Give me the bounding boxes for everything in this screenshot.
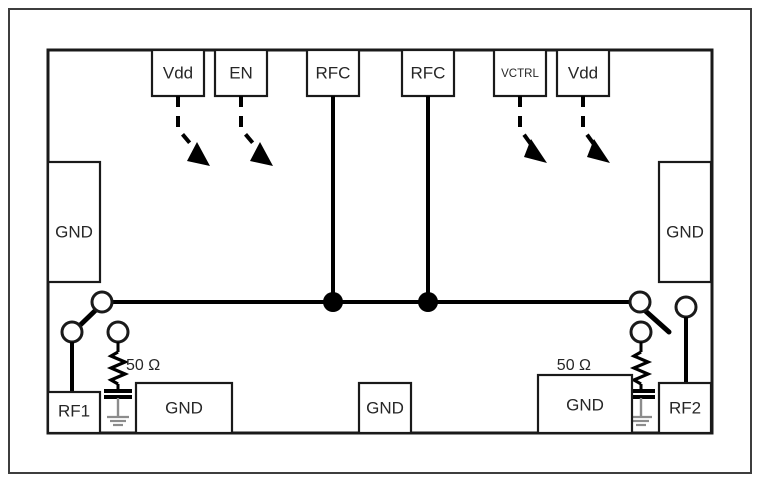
arrowhead-icon (187, 142, 210, 166)
pad-box (46, 160, 102, 284)
pad-gnd-left[interactable]: GND (46, 160, 102, 284)
junction-dot-left (323, 292, 343, 312)
pad-label: GND (666, 222, 704, 241)
resistor-symbol (106, 350, 130, 386)
pad-gnd-right[interactable]: GND (657, 160, 713, 284)
dashed-arrow-en (239, 96, 273, 166)
pad-vdd-left[interactable]: Vdd (150, 48, 206, 98)
pad-vctrl[interactable]: VCTRL (492, 48, 548, 98)
arrowhead-icon (587, 139, 610, 163)
switch-throw-term-terminal[interactable] (106, 320, 130, 344)
termination-left: 50 Ω (104, 342, 160, 427)
pad-box (357, 381, 413, 435)
pad-label: Vdd (163, 63, 193, 82)
pad-box (150, 48, 206, 98)
dashed-arrow-vdd-left (176, 96, 210, 166)
pad-rfc-left[interactable]: RFC (305, 48, 361, 98)
switch-throw-rf1-terminal[interactable] (60, 320, 84, 344)
resistor-value-label: 50 Ω (557, 357, 591, 374)
junction-dot-right (418, 292, 438, 312)
pad-gnd-bottom-right[interactable]: GND (536, 373, 634, 435)
pad-box (134, 381, 234, 435)
pad-label: RF1 (58, 401, 90, 420)
pad-label: Vdd (568, 63, 598, 82)
pad-gnd-bottom-left[interactable]: GND (134, 381, 234, 435)
pad-label: GND (566, 395, 604, 414)
resistor-value-label: 50 Ω (126, 357, 160, 374)
pad-box (400, 48, 456, 98)
pad-gnd-bottom-center[interactable]: GND (357, 381, 413, 435)
switch-spdt-left[interactable] (60, 290, 130, 392)
switch-throw-rf2-terminal[interactable] (674, 295, 698, 319)
pad-box (657, 381, 713, 435)
arrowhead-icon (524, 139, 547, 163)
pad-box (555, 48, 611, 98)
pad-box (305, 48, 361, 98)
pad-rf2[interactable]: RF2 (657, 381, 713, 435)
termination-right: 50 Ω (557, 342, 655, 427)
dashed-arrow-vdd-right (581, 96, 610, 163)
pad-label: RF2 (669, 398, 701, 417)
pad-box (536, 373, 634, 435)
pad-label: GND (165, 398, 203, 417)
pad-box (46, 390, 102, 435)
pad-label: GND (55, 222, 93, 241)
switch-throw-term-terminal[interactable] (629, 320, 653, 344)
arrowhead-icon (250, 142, 273, 166)
pad-label: GND (366, 398, 404, 417)
switch-common-terminal[interactable] (90, 290, 114, 314)
outer-frame (8, 8, 752, 474)
resistor-symbol (629, 350, 653, 386)
pad-en[interactable]: EN (213, 48, 269, 98)
dashed-arrow-vctrl (518, 96, 547, 163)
pad-vdd-right[interactable]: Vdd (555, 48, 611, 98)
switch-common-terminal[interactable] (628, 290, 652, 314)
pad-rfc-right[interactable]: RFC (400, 48, 456, 98)
pad-label: RFC (411, 63, 446, 82)
pad-label: RFC (316, 63, 351, 82)
pad-label: VCTRL (501, 68, 539, 80)
pad-label: EN (229, 63, 253, 82)
pad-rf1[interactable]: RF1 (46, 390, 102, 435)
pad-box (657, 160, 713, 284)
